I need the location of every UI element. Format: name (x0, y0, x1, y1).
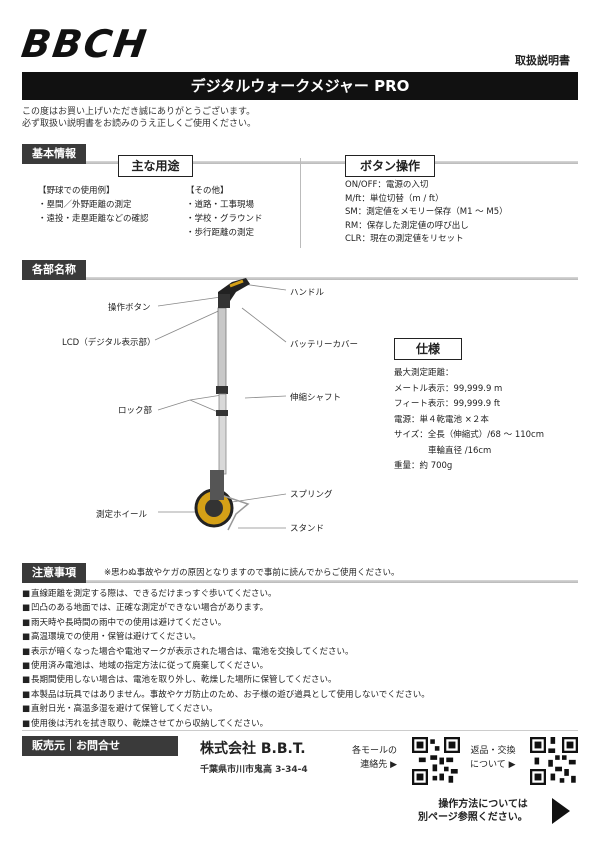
caution-item: 凹凸のある地面では、正確な測定ができない場合があります。 (22, 601, 582, 615)
label-battery-cover: バッテリーカバー (290, 340, 359, 350)
see-other-page-line-2: 別ページ参照ください。 (418, 812, 528, 823)
caution-tag: 注意事項 (22, 563, 86, 583)
uses-baseball-heading: 【野球での使用例】 (38, 186, 115, 196)
list-item: ・歩行距離の測定 (186, 228, 255, 238)
list-item: ・塁間／外野距離の測定 (38, 200, 132, 210)
walk-measure-illustration (154, 278, 287, 531)
caution-list: 直線距離を測定する際は、できるだけまっすぐ歩いてください。 凹凸のある地面では、… (22, 587, 582, 731)
caution-item: 使用後は汚れを拭き取り、乾燥させてから収納してください。 (22, 717, 582, 731)
brand-logo: BBCH (18, 22, 151, 66)
section-rule (22, 277, 578, 280)
list-item: ON/OFF：電源の入切 (345, 180, 429, 190)
parts-tag: 各部名称 (22, 260, 86, 280)
uses-heading: 主な用途 (118, 155, 193, 177)
list-item: ・遠投・走塁距離などの確認 (38, 214, 149, 224)
triangle-arrow-right-icon (552, 798, 570, 824)
label-lock: ロック部 (118, 406, 153, 416)
mall-contact-qr-icon[interactable] (412, 737, 460, 785)
spec-item: 最大測定距離： (394, 368, 454, 378)
caution-item: 直線距離を測定する際は、できるだけまっすぐ歩いてください。 (22, 587, 582, 601)
label-shaft: 伸縮シャフト (290, 393, 342, 403)
uses-other-list: 【その他】 ・道路・工事現場 ・学校・グラウンド ・歩行距離の測定 (186, 184, 263, 240)
list-item: RM：保存した測定値の呼び出し (345, 220, 469, 231)
manual-label: 取扱説明書 (515, 54, 570, 67)
spec-item: サイズ：全長（伸縮式）/68 ～ 110cm (394, 430, 545, 440)
caution-subtitle: ※思わぬ事故やケガの原因となりますので事前に読んでからご使用ください。 (104, 568, 400, 578)
label-wheel: 測定ホイール (96, 510, 148, 520)
spec-item: 重量：約 700g (394, 461, 453, 471)
see-other-page-line-1: 操作方法については (438, 799, 528, 810)
spec-item: 車輪直径 /16cm (394, 445, 492, 456)
list-item: ・学校・グラウンド (186, 214, 263, 224)
list-item: CLR：現在の測定値をリセット (345, 234, 464, 244)
list-item: SM：測定値をメモリー保存（M1 ～ M5） (345, 207, 508, 217)
basic-info-tag: 基本情報 (22, 144, 86, 164)
company-address: 千葉県市川市鬼高 3-34-4 (200, 765, 308, 775)
see-other-page-note: 操作方法については 別ページ参照ください。 (418, 798, 528, 824)
caution-item: 長期間使用しない場合は、電池を取り外し、乾燥した場所に保管してください。 (22, 673, 582, 687)
label-lcd: LCD（デジタル表示部） (62, 338, 156, 348)
page-title: デジタルウォークメジャー PRO (22, 72, 578, 100)
label-handle: ハンドル (290, 288, 325, 298)
return-info-line-1: 返品・交換 (470, 746, 516, 756)
uses-baseball-list: 【野球での使用例】 ・塁間／外野距離の測定 ・遠投・走塁距離などの確認 (38, 184, 149, 226)
section-rule (22, 580, 578, 583)
caution-item: 雨天時や長時間の雨中での使用は避けてください。 (22, 616, 582, 630)
spec-item: フィート表示：99,999.9 ft (394, 399, 501, 409)
buttons-list: ON/OFF：電源の入切 M/ft：単位切替（m / ft） SM：測定値をメモ… (345, 179, 508, 247)
caution-item: 本製品は玩具ではありません。事故やケガ防止のため、お子様の遊び道具として使用しな… (22, 688, 582, 702)
mall-contact-line-1: 各モールの (352, 746, 398, 756)
parts-section-bar: 各部名称 (22, 260, 578, 280)
buttons-heading: ボタン操作 (345, 155, 435, 177)
spec-list: 最大測定距離： メートル表示：99,999.9 m フィート表示：99,999.… (394, 366, 544, 475)
label-spring: スプリング (290, 490, 333, 500)
spec-item: 電源：単４乾電池 ×２本 (394, 414, 489, 425)
intro-line-1: この度はお買い上げいただき誠にありがとうございます。 (22, 107, 256, 117)
uses-other-heading: 【その他】 (186, 186, 229, 196)
company-name: 株式会社 B.B.T. (200, 741, 306, 757)
caution-section-bar: 注意事項 (22, 563, 578, 583)
caution-item: 使用済み電池は、地域の指定方法に従って廃棄してください。 (22, 659, 582, 673)
caution-item: 表示が暗くなった場合や電池マークが表示された場合は、電池を交換してください。 (22, 645, 582, 659)
caution-item: 高温環境での使用・保管は避けてください。 (22, 630, 582, 644)
caution-item: 直射日光・高温多湿を避けて保管してください。 (22, 702, 582, 716)
seller-tag: 販売元｜お問合せ (22, 736, 178, 756)
footer-divider (22, 730, 578, 731)
intro-text: この度はお買い上げいただき誠にありがとうございます。 必ず取扱い説明書をお読みの… (22, 106, 256, 130)
intro-line-2: 必ず取扱い説明書をお読みのうえ正しくご使用ください。 (22, 119, 257, 129)
return-info-qr-icon[interactable] (530, 737, 578, 785)
label-operation-button: 操作ボタン (108, 303, 151, 313)
column-divider (300, 158, 301, 248)
mall-contact-label: 各モールの 連絡先 ▶ (352, 744, 397, 772)
spec-heading: 仕様 (394, 338, 462, 360)
mall-contact-line-2: 連絡先 ▶ (360, 760, 398, 770)
list-item: M/ft：単位切替（m / ft） (345, 193, 444, 204)
list-item: ・道路・工事現場 (186, 200, 255, 210)
return-info-label: 返品・交換 について ▶ (470, 744, 516, 772)
label-stand: スタンド (290, 524, 325, 534)
return-info-line-2: について ▶ (470, 760, 516, 770)
spec-item: メートル表示：99,999.9 m (394, 383, 503, 394)
